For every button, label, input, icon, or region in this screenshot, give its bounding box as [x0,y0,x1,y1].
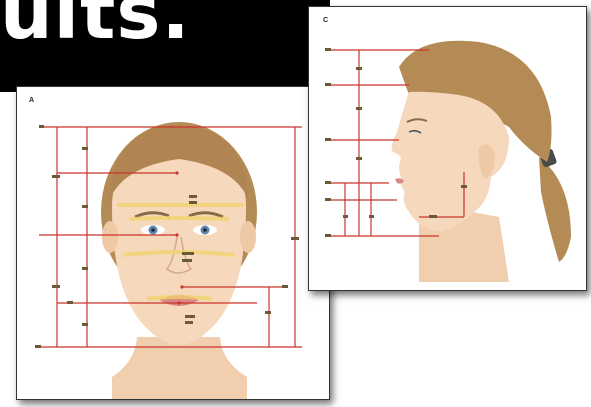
profile-head-illustration [309,7,586,290]
ponytail [539,157,571,262]
figure-c-profile-head: C [308,6,587,291]
figure-a-frontal-face: A [16,86,330,400]
banner-title: ults. [0,0,191,56]
title-banner: ults. [0,0,330,92]
neck-shape [112,337,247,399]
frontal-face-illustration [17,87,329,399]
